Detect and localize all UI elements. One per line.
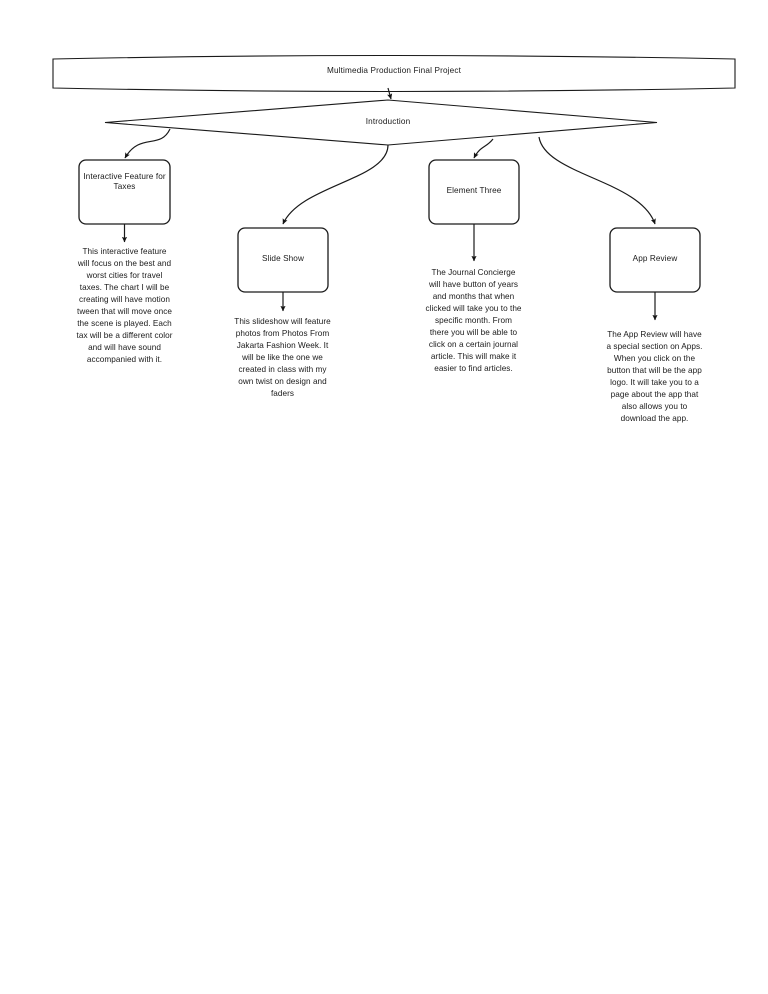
banner-shape <box>52 54 736 93</box>
branch-description-element-three: The Journal Concierge will have button o… <box>425 268 522 373</box>
decision-diamond <box>104 99 658 146</box>
connector-decision-to-branch-3 <box>473 138 494 159</box>
branch-description-interactive-feature-for-taxes: This interactive feature will focus on t… <box>76 247 173 364</box>
branch-box-interactive-feature-for-taxes <box>78 159 171 225</box>
branch-description-app-review: The App Review will have a special secti… <box>606 330 703 423</box>
connector-decision-to-branch-2 <box>282 144 389 225</box>
connector-banner-to-decision <box>387 87 393 100</box>
connector-decision-to-branch-1 <box>124 128 171 159</box>
connector-decision-to-branch-4 <box>538 136 656 225</box>
branch-box-slide-show <box>237 227 329 293</box>
branch-box-app-review <box>609 227 701 293</box>
branch-box-element-three <box>428 159 520 225</box>
branch-description-slide-show: This slideshow will feature photos from … <box>234 317 331 398</box>
